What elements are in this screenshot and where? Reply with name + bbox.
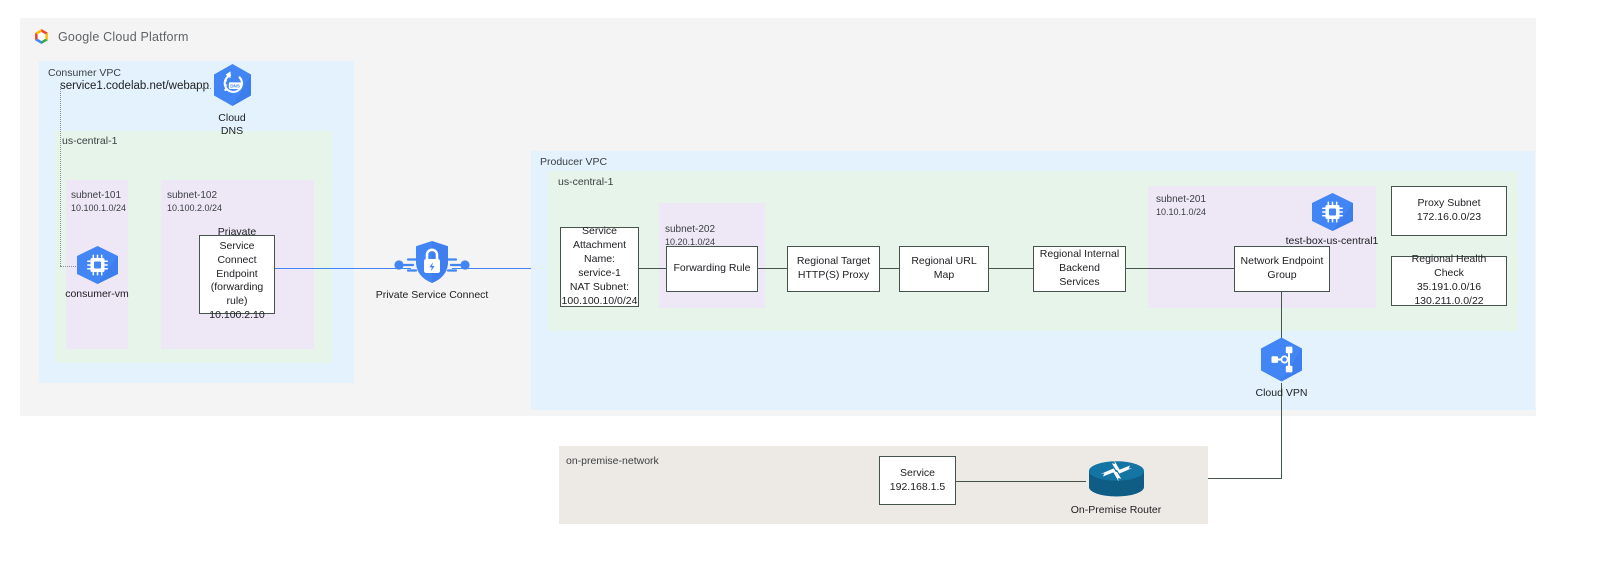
private-service-connect-shield-lock-icon	[394, 241, 470, 283]
neg-line1: Network Endpoint	[1240, 255, 1324, 268]
producer-vpc-label: Producer VPC	[540, 156, 608, 168]
neg-line2: Group	[1267, 269, 1297, 281]
consumer-vm-node[interactable]: consumer-vm	[65, 245, 129, 301]
psc-endpoint-line3: (forwarding rule)	[210, 281, 264, 308]
proxy-subnet-line1: Proxy Subnet	[1417, 197, 1481, 210]
link-service-to-router	[956, 481, 1086, 483]
svg-text:DNS: DNS	[230, 84, 240, 89]
cloud-dns-caption-line2: DNS	[220, 124, 244, 137]
url-map-label: Regional URL Map	[911, 255, 977, 281]
forwarding-rule-label: Forwarding Rule	[673, 262, 751, 275]
consumer-region-label: us-central-1	[62, 135, 118, 147]
dns-url-dotted-link	[182, 88, 211, 89]
subnet-102-name: subnet-102	[167, 190, 218, 201]
subnet-202-label: subnet-202 10.20.1.0/24	[665, 224, 715, 248]
link-backend-to-neg	[1126, 268, 1234, 270]
subnet-101-cidr: 10.100.1.0/24	[71, 202, 127, 213]
service-attachment-line3: Name: service-1	[578, 253, 621, 279]
service-attachment-box[interactable]: Service Attachment Name: service-1 NAT S…	[560, 225, 639, 307]
cloud-dns-caption-line1: Cloud	[218, 112, 246, 124]
backend-services-line2: Backend Services	[1059, 262, 1100, 288]
psc-link-left	[275, 268, 411, 270]
service-attachment-line1: Service	[581, 225, 617, 238]
backend-services-line1: Regional Internal	[1039, 248, 1120, 261]
proxy-subnet-line2: 172.16.0.0/23	[1416, 211, 1482, 223]
psc-endpoint-line2: Connect Endpoint	[216, 253, 258, 280]
subnet-101-label: subnet-101 10.100.1.0/24	[71, 190, 126, 214]
cloud-dns-caption: Cloud DNS	[218, 112, 245, 138]
test-box-vm-node[interactable]: test-box-us-central1	[1283, 192, 1381, 248]
subnet-201-cidr: 10.10.1.0/24	[1156, 206, 1207, 217]
producer-region-label: us-central-1	[558, 176, 614, 188]
private-service-connect-caption: Private Service Connect	[375, 289, 489, 301]
target-proxy-line2: HTTP(S) Proxy	[797, 269, 870, 281]
link-attachment-to-fwdrule	[639, 268, 666, 270]
regional-backend-services-box[interactable]: Regional Internal Backend Services	[1033, 246, 1126, 292]
service-attachment-line2: Attachment	[572, 239, 627, 252]
psc-endpoint-line1: Priavate Service	[217, 226, 257, 252]
health-check-line1: Regional Health Check	[1411, 253, 1487, 280]
on-premise-network-label: on-premise-network	[566, 455, 659, 467]
psc-endpoint-line4: 10.100.2.10	[209, 309, 265, 322]
forwarding-rule-box[interactable]: Forwarding Rule	[666, 246, 758, 292]
proxy-subnet-box[interactable]: Proxy Subnet 172.16.0.0/23	[1391, 186, 1507, 236]
link-vpn-to-router	[1146, 478, 1282, 480]
link-neg-to-vpn	[1281, 292, 1283, 339]
cloud-vpn-node[interactable]: Cloud VPN	[1254, 336, 1309, 400]
link-urlmap-to-backend	[989, 268, 1033, 270]
regional-url-map-box[interactable]: Regional URL Map	[899, 246, 989, 292]
gcp-brand-header: Google Cloud Platform	[32, 27, 189, 46]
health-check-line3: 130.211.0.0/22	[1414, 294, 1484, 307]
on-premise-router-caption: On-Premise Router	[1070, 504, 1162, 516]
cloud-dns-icon: DNS	[213, 64, 251, 106]
subnet-102-cidr: 10.100.2.0/24	[167, 202, 223, 213]
subnet-201-label: subnet-201 10.10.1.0/24	[1156, 194, 1206, 218]
psc-link-right	[452, 268, 560, 270]
cloud-vpn-icon	[1261, 337, 1302, 382]
on-premise-service-box[interactable]: Service 192.168.1.5	[879, 456, 956, 505]
dns-to-vm-dotted-horizontal	[60, 266, 82, 267]
regional-health-check-box[interactable]: Regional Health Check 35.191.0.0/16 130.…	[1391, 253, 1507, 307]
cloud-dns-node[interactable]: DNS Cloud DNS	[206, 63, 258, 138]
gcp-brand-text: Google Cloud Platform	[58, 29, 189, 44]
dns-to-vm-dotted-vertical	[60, 86, 61, 266]
subnet-202-cidr: 10.20.1.0/24	[665, 236, 716, 247]
subnet-201-name: subnet-201	[1156, 194, 1207, 205]
on-premise-service-line1: Service	[899, 466, 935, 479]
consumer-vm-caption: consumer-vm	[65, 288, 129, 300]
subnet-102-label: subnet-102 10.100.2.0/24	[167, 190, 222, 214]
subnet-101-name: subnet-101	[71, 190, 122, 201]
service-attachment-line4: NAT Subnet:	[569, 280, 630, 293]
compute-engine-vm-icon	[1311, 193, 1353, 231]
link-vpn-down	[1281, 383, 1283, 479]
link-proxy-to-urlmap	[880, 268, 899, 270]
regional-target-proxy-box[interactable]: Regional Target HTTP(S) Proxy	[787, 246, 880, 292]
compute-engine-vm-icon	[76, 246, 118, 284]
on-premise-router-node[interactable]: On-Premise Router	[1070, 459, 1162, 517]
link-fwdrule-to-proxy	[758, 268, 787, 270]
consumer-vpc-label: Consumer VPC	[48, 67, 121, 79]
private-service-connect-node[interactable]: Private Service Connect	[376, 238, 488, 302]
psc-endpoint-box[interactable]: Priavate Service Connect Endpoint (forwa…	[199, 226, 275, 321]
on-premise-router-icon	[1088, 460, 1144, 497]
target-proxy-line1: Regional Target	[796, 255, 871, 268]
cloud-vpn-caption: Cloud VPN	[1255, 387, 1308, 399]
service-attachment-line5: 100.100.10/0/24	[561, 294, 638, 307]
google-cloud-logo-icon	[35, 29, 48, 44]
subnet-202-name: subnet-202	[665, 224, 716, 235]
dns-record-url: service1.codelab.net/webapp	[60, 80, 209, 92]
health-check-line2: 35.191.0.0/16	[1416, 281, 1482, 293]
test-box-vm-caption: test-box-us-central1	[1285, 235, 1379, 247]
network-endpoint-group-box[interactable]: Network Endpoint Group	[1234, 246, 1330, 292]
on-premise-service-line2: 192.168.1.5	[889, 480, 946, 493]
